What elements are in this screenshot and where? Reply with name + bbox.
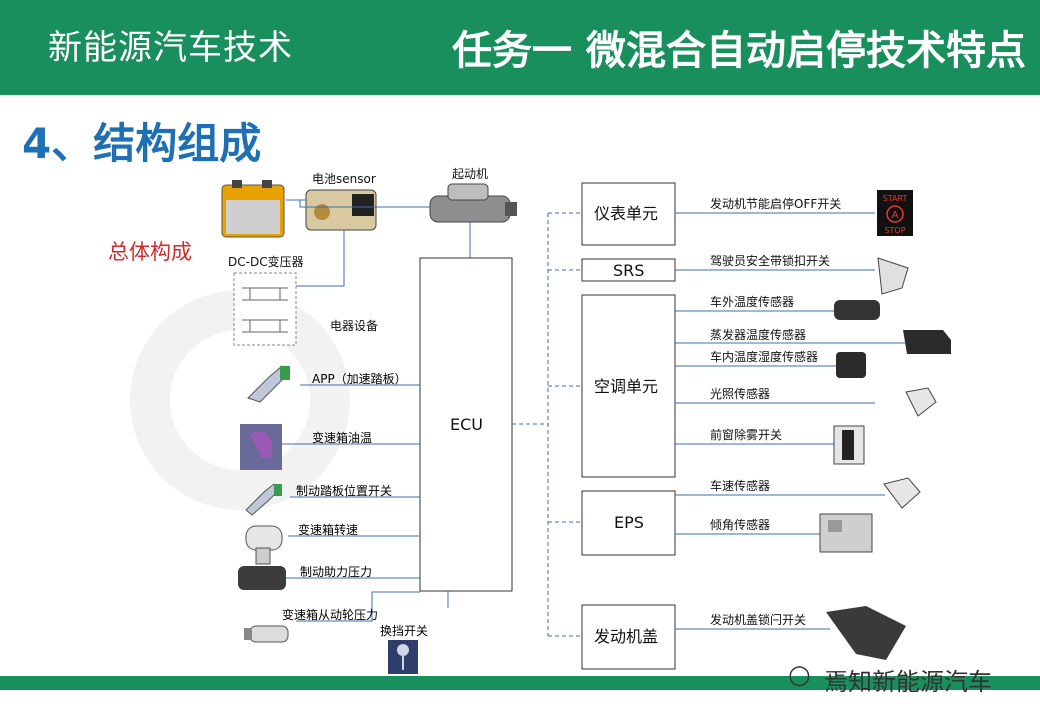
- seatbelt-buckle-icon: [877, 257, 909, 295]
- footer-bar: [0, 676, 1040, 690]
- battery-sensor-icon: [305, 189, 377, 231]
- battery-sensor-label: 电池sensor: [312, 172, 376, 186]
- input-label-trans-pressure: 变速箱从动轮压力: [282, 608, 379, 622]
- light-sensor-icon: [905, 387, 937, 417]
- brake-pedal-switch-icon: [245, 483, 282, 516]
- starter-label: 起动机: [452, 167, 488, 181]
- speed-sensor-icon: [883, 477, 921, 509]
- battery-icon: [221, 180, 285, 238]
- ac-item2-label: 蒸发器温度传感器: [710, 327, 806, 342]
- input-label-brake-boost: 制动助力压力: [300, 565, 373, 579]
- srs-item-label: 驾驶员安全带锁扣开关: [710, 253, 830, 268]
- overall-label: 总体构成: [108, 240, 192, 264]
- eps-item1-label: 车速传感器: [710, 478, 770, 493]
- hood-latch-icon: [826, 606, 906, 660]
- defrost-switch-icon: [833, 425, 865, 465]
- ecu-label: ECU: [450, 415, 483, 434]
- svg-text:STOP: STOP: [884, 226, 905, 235]
- interior-humidity-sensor-icon: [836, 352, 866, 378]
- brake-boost-sensor-icon: [238, 566, 286, 590]
- trans-pressure-sensor-icon: [244, 625, 289, 643]
- input-label-gear-switch: 换挡开关: [380, 624, 429, 638]
- input-label-oil-temp: 变速箱油温: [312, 431, 373, 445]
- header-bar: 新能源汽车技术 任务一 微混合自动启停技术特点: [0, 0, 1040, 95]
- hood-unit-label: 发动机盖: [594, 627, 658, 646]
- hood-item-label: 发动机盖锁闩开关: [710, 612, 806, 627]
- eps-unit-box: [581, 490, 676, 556]
- instrument-item-label: 发动机节能启停OFF开关: [710, 196, 841, 211]
- eps-unit-label: EPS: [614, 513, 644, 532]
- accelerator-pedal-icon: [247, 365, 291, 403]
- oil-temp-sensor-icon: [240, 424, 282, 470]
- ac-item4-label: 光照传感器: [710, 386, 770, 401]
- ac-item5-label: 前窗除雾开关: [710, 427, 782, 442]
- section-title: 4、结构组成: [22, 119, 262, 168]
- srs-unit-label: SRS: [613, 261, 644, 280]
- starter-icon: [429, 183, 517, 223]
- input-label-brake-switch: 制动踏板位置开关: [296, 484, 393, 498]
- watermark-text: 焉知新能源汽车: [824, 668, 992, 696]
- gear-switch-icon: [388, 640, 418, 674]
- hood-unit-box: [581, 604, 676, 670]
- course-name: 新能源汽车技术: [48, 28, 293, 68]
- ac-item1-label: 车外温度传感器: [710, 294, 794, 309]
- evaporator-sensor-icon: [903, 330, 951, 354]
- svg-text:START: START: [883, 194, 908, 203]
- outside-temp-sensor-icon: [834, 300, 880, 320]
- start-stop-button-icon: START A STOP: [877, 190, 913, 236]
- wechat-icon: ○: [788, 660, 811, 690]
- eps-item2-label: 倾角传感器: [710, 517, 770, 532]
- tilt-sensor-icon: [819, 513, 873, 553]
- input-label-trans-speed: 变速箱转速: [298, 523, 359, 537]
- sensor-dcdc-line: [296, 230, 345, 287]
- trans-pressure-line: [296, 591, 420, 622]
- dcdc-circuit-icon: [233, 272, 297, 346]
- battery-line: [286, 199, 430, 208]
- slide-title: 任务一 微混合自动启停技术特点: [452, 28, 1026, 74]
- dcdc-label: DC-DC变压器: [228, 254, 304, 269]
- ac-item3-label: 车内温度湿度传感器: [710, 349, 818, 364]
- instrument-unit-box: [581, 182, 676, 246]
- ecu-box: [419, 257, 513, 592]
- ecu-bus-line: [512, 213, 549, 636]
- ac-unit-label: 空调单元: [594, 377, 658, 396]
- electrical-label: 电器设备: [330, 319, 378, 333]
- svg-text:A: A: [892, 210, 899, 221]
- instrument-unit-label: 仪表单元: [594, 204, 658, 223]
- input-label-app: APP（加速踏板）: [312, 372, 407, 386]
- trans-speed-sensor-icon: [245, 525, 283, 565]
- ac-unit-box: [581, 294, 676, 478]
